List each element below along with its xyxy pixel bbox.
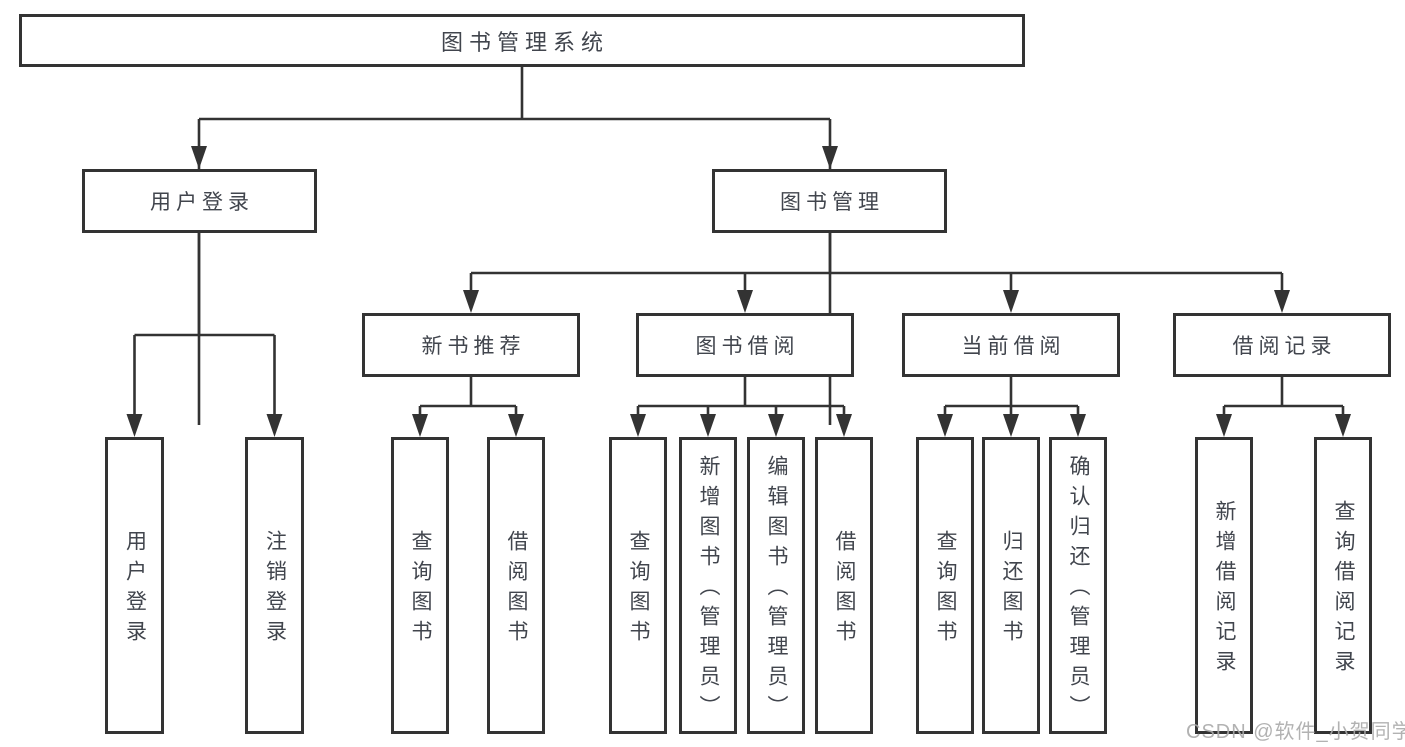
leaf-borrow-books-label: 借阅图书	[833, 530, 856, 650]
connector-root-to-level2	[191, 67, 838, 425]
node-library-system: 图书管理系统	[19, 14, 1025, 67]
leaf-add-books-admin: 新增图书（管理员）	[679, 437, 737, 734]
leaf-edit-books-admin-label: 编辑图书（管理员）	[765, 455, 788, 725]
leaf-add-borrow-record: 新增借阅记录	[1195, 437, 1253, 734]
leaf-edit-books-admin: 编辑图书（管理员）	[747, 437, 805, 734]
node-new-book-recommend-label: 新书推荐	[421, 335, 526, 358]
node-book-borrowing: 图书借阅	[636, 313, 854, 377]
leaf-logout-login: 注销登录	[245, 437, 304, 734]
csdn-watermark: CSDN @软件_小贺同学	[1186, 721, 1405, 743]
node-current-borrowing: 当前借阅	[902, 313, 1120, 377]
node-user-login: 用户登录	[82, 169, 317, 233]
node-book-management: 图书管理	[712, 169, 947, 233]
node-library-system-label: 图书管理系统	[440, 29, 609, 55]
node-borrowing-records-label: 借阅记录	[1232, 335, 1337, 358]
leaf-query-borrow-record: 查询借阅记录	[1314, 437, 1372, 734]
connector-book-management-children	[463, 233, 1290, 313]
node-user-login-label: 用户登录	[150, 191, 254, 214]
leaf-borrow-books-recommend: 借阅图书	[487, 437, 545, 734]
leaf-query-books-recommend: 查询图书	[391, 437, 449, 734]
connector-borrowing-records-children	[1216, 377, 1351, 437]
leaf-query-borrow-record-label: 查询借阅记录	[1332, 500, 1355, 680]
node-new-book-recommend: 新书推荐	[362, 313, 580, 377]
node-book-management-label: 图书管理	[780, 191, 884, 214]
leaf-confirm-return-admin: 确认归还（管理员）	[1049, 437, 1107, 734]
connector-book-borrowing-children	[630, 377, 852, 437]
leaf-query-books-current: 查询图书	[916, 437, 974, 734]
node-borrowing-records: 借阅记录	[1173, 313, 1391, 377]
leaf-user-login: 用户登录	[105, 437, 164, 734]
leaf-borrow-books: 借阅图书	[815, 437, 873, 734]
leaf-query-books-current-label: 查询图书	[934, 530, 957, 650]
connector-current-borrowing-children	[937, 377, 1086, 437]
leaf-return-books: 归还图书	[982, 437, 1040, 734]
leaf-query-books-borrowing: 查询图书	[609, 437, 667, 734]
node-book-borrowing-label: 图书借阅	[695, 335, 800, 358]
leaf-logout-login-label: 注销登录	[263, 530, 287, 650]
connector-new-book-children	[412, 377, 524, 437]
leaf-return-books-label: 归还图书	[1000, 530, 1023, 650]
leaf-add-borrow-record-label: 新增借阅记录	[1213, 500, 1236, 680]
leaf-user-login-label: 用户登录	[123, 530, 147, 650]
leaf-borrow-books-recommend-label: 借阅图书	[505, 530, 528, 650]
leaf-add-books-admin-label: 新增图书（管理员）	[697, 455, 720, 725]
leaf-query-books-borrowing-label: 查询图书	[627, 530, 650, 650]
leaf-confirm-return-admin-label: 确认归还（管理员）	[1067, 455, 1090, 725]
connector-user-login-children	[126, 233, 283, 437]
leaf-query-books-recommend-label: 查询图书	[409, 530, 432, 650]
node-current-borrowing-label: 当前借阅	[961, 335, 1066, 358]
